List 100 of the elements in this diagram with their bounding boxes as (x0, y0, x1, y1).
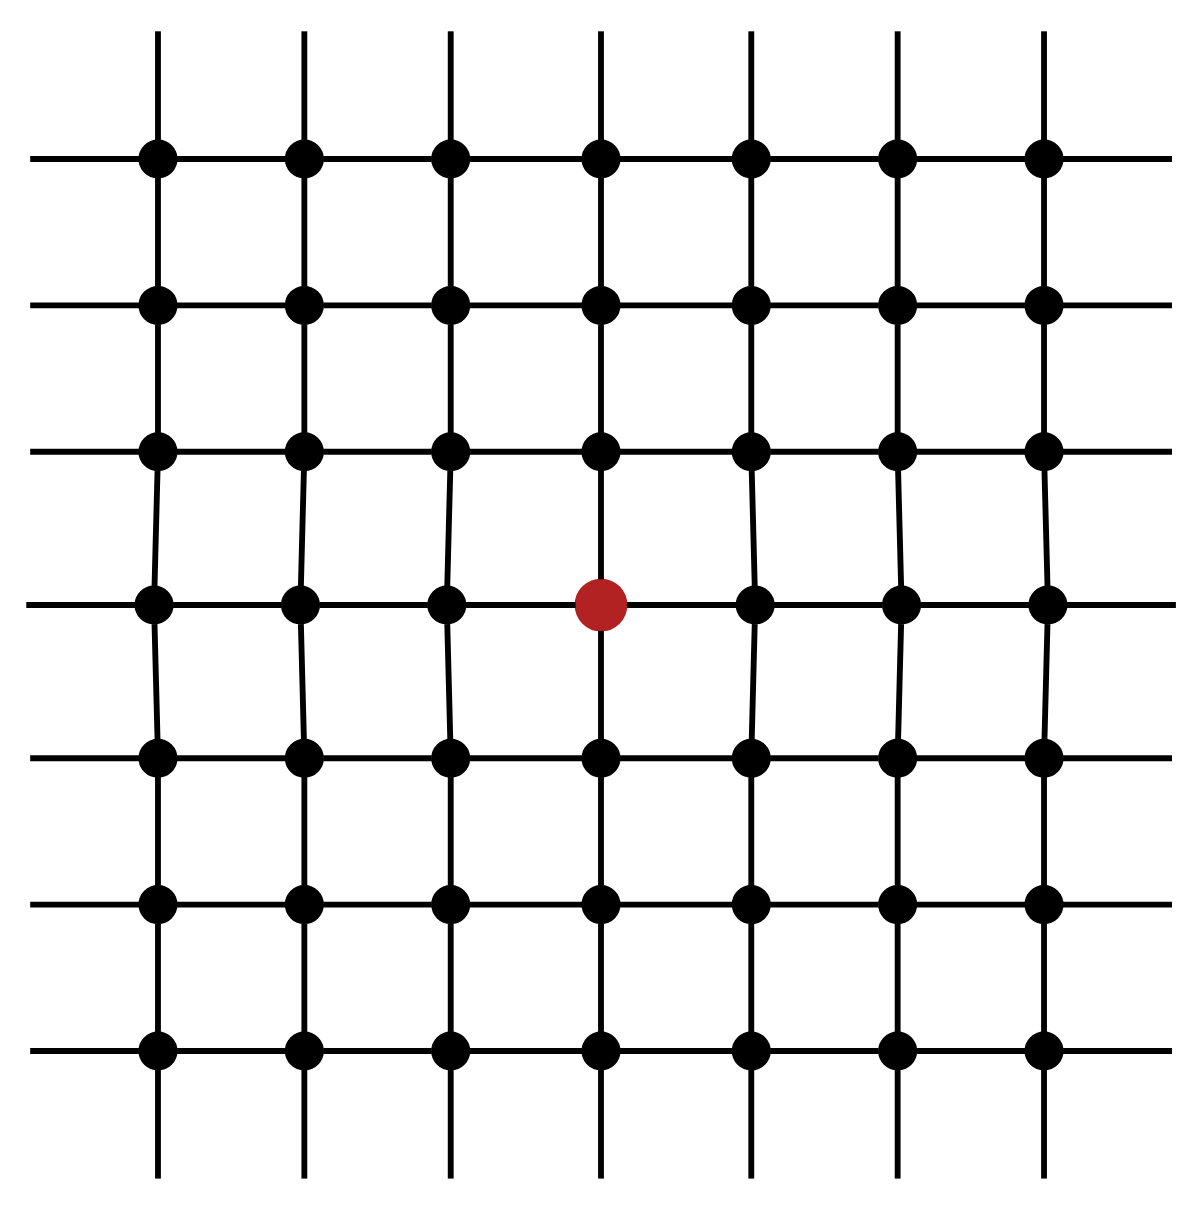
node-circle (284, 284, 324, 324)
connector (598, 1068, 604, 1178)
connector (323, 155, 432, 161)
node-circle (581, 737, 621, 777)
connector (176, 155, 286, 161)
connector (155, 776, 161, 885)
connector (469, 1047, 582, 1053)
node-circle (1024, 431, 1064, 471)
connector (444, 623, 454, 739)
connector (920, 601, 1029, 607)
connector (176, 1047, 286, 1053)
connector (301, 30, 308, 140)
connector (301, 1068, 308, 1178)
node-circle (1024, 1030, 1064, 1070)
connector (598, 323, 604, 432)
node-circle (581, 884, 621, 924)
connector (1062, 1047, 1172, 1053)
connector (748, 922, 755, 1032)
connector (151, 623, 161, 739)
node-circle (1024, 737, 1064, 777)
node-circle (1024, 138, 1064, 178)
node-circle (1024, 884, 1064, 924)
connector (155, 30, 161, 140)
connector (1041, 1068, 1047, 1178)
connector (30, 447, 139, 454)
connector (155, 323, 161, 432)
connector (598, 176, 604, 286)
connector (1066, 601, 1176, 607)
connector (465, 601, 576, 607)
connector (151, 469, 161, 586)
connector (176, 754, 286, 761)
connector (301, 323, 308, 432)
connector (598, 629, 604, 739)
connector (176, 447, 286, 454)
node-circle (431, 737, 471, 777)
node-circle (878, 737, 918, 777)
node-circle (878, 1030, 918, 1070)
connector (1041, 30, 1047, 140)
node-circle (280, 584, 320, 624)
connector (447, 323, 454, 432)
connector (1062, 447, 1172, 454)
node-circle (731, 284, 771, 324)
node-circle (431, 431, 471, 471)
connector (447, 30, 454, 140)
connector (323, 301, 432, 308)
node-circle (731, 1030, 771, 1070)
connector (30, 900, 139, 907)
node-circle (284, 737, 324, 777)
connector (1041, 176, 1047, 286)
connector (1062, 754, 1172, 761)
node-circle (138, 737, 178, 777)
connector (301, 176, 308, 286)
connector (619, 900, 733, 907)
connector (323, 900, 432, 907)
connector (447, 776, 454, 885)
connector (894, 922, 901, 1032)
connector (598, 30, 604, 140)
connector (297, 623, 307, 739)
connector (469, 301, 582, 308)
connector (748, 469, 758, 586)
connector (30, 1047, 139, 1053)
connector (770, 1047, 879, 1053)
connector (323, 1047, 432, 1053)
connector (155, 176, 161, 286)
connector (774, 601, 883, 607)
connector (469, 754, 582, 761)
connector (1062, 900, 1172, 907)
connector (916, 1047, 1026, 1053)
node-circle (1024, 284, 1064, 324)
connector (770, 754, 879, 761)
connector (30, 754, 139, 761)
connector (598, 922, 604, 1032)
node-circle (878, 138, 918, 178)
connector (1062, 301, 1172, 308)
connector (469, 447, 582, 454)
node-circle (882, 584, 922, 624)
connector (1041, 922, 1047, 1032)
connector (894, 30, 901, 140)
node-circle (134, 584, 174, 624)
connector (770, 900, 879, 907)
connector (748, 323, 755, 432)
connector (748, 30, 755, 140)
node-circle (1028, 584, 1068, 624)
connector (748, 776, 755, 885)
node-circle (574, 577, 628, 631)
connector (626, 601, 737, 607)
connector (916, 447, 1026, 454)
node-circle (731, 431, 771, 471)
connector (895, 623, 905, 739)
connector (172, 601, 282, 607)
connector (894, 176, 901, 286)
connector (176, 301, 286, 308)
connector (30, 155, 139, 161)
node-circle (427, 584, 467, 624)
connector (619, 155, 733, 161)
connector (770, 447, 879, 454)
node-circle (735, 584, 775, 624)
connector (748, 1068, 755, 1178)
connector (301, 922, 308, 1032)
node-circle (878, 884, 918, 924)
